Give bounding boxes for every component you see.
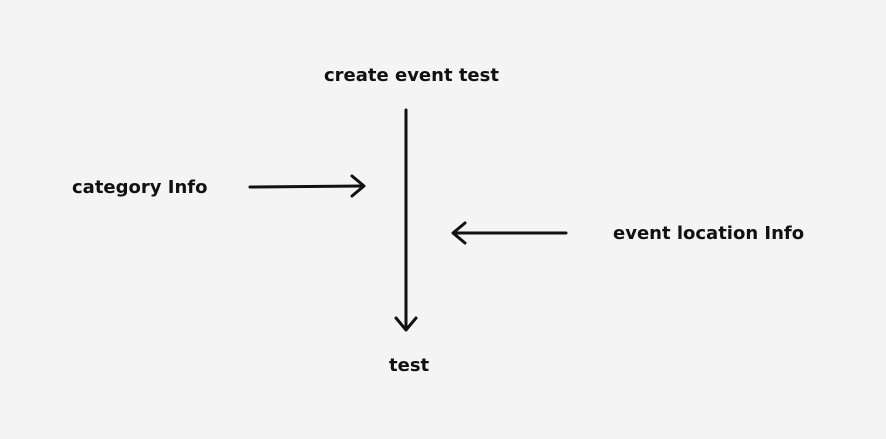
- node-test: test: [389, 355, 430, 376]
- arrow-category-in: [248, 174, 366, 198]
- arrow-location-in: [451, 221, 568, 245]
- node-category-info: category Info: [72, 177, 208, 198]
- arrow-main-down: [394, 108, 418, 332]
- node-event-location-info: event location Info: [613, 223, 805, 244]
- node-create-event-test: create event test: [324, 65, 499, 86]
